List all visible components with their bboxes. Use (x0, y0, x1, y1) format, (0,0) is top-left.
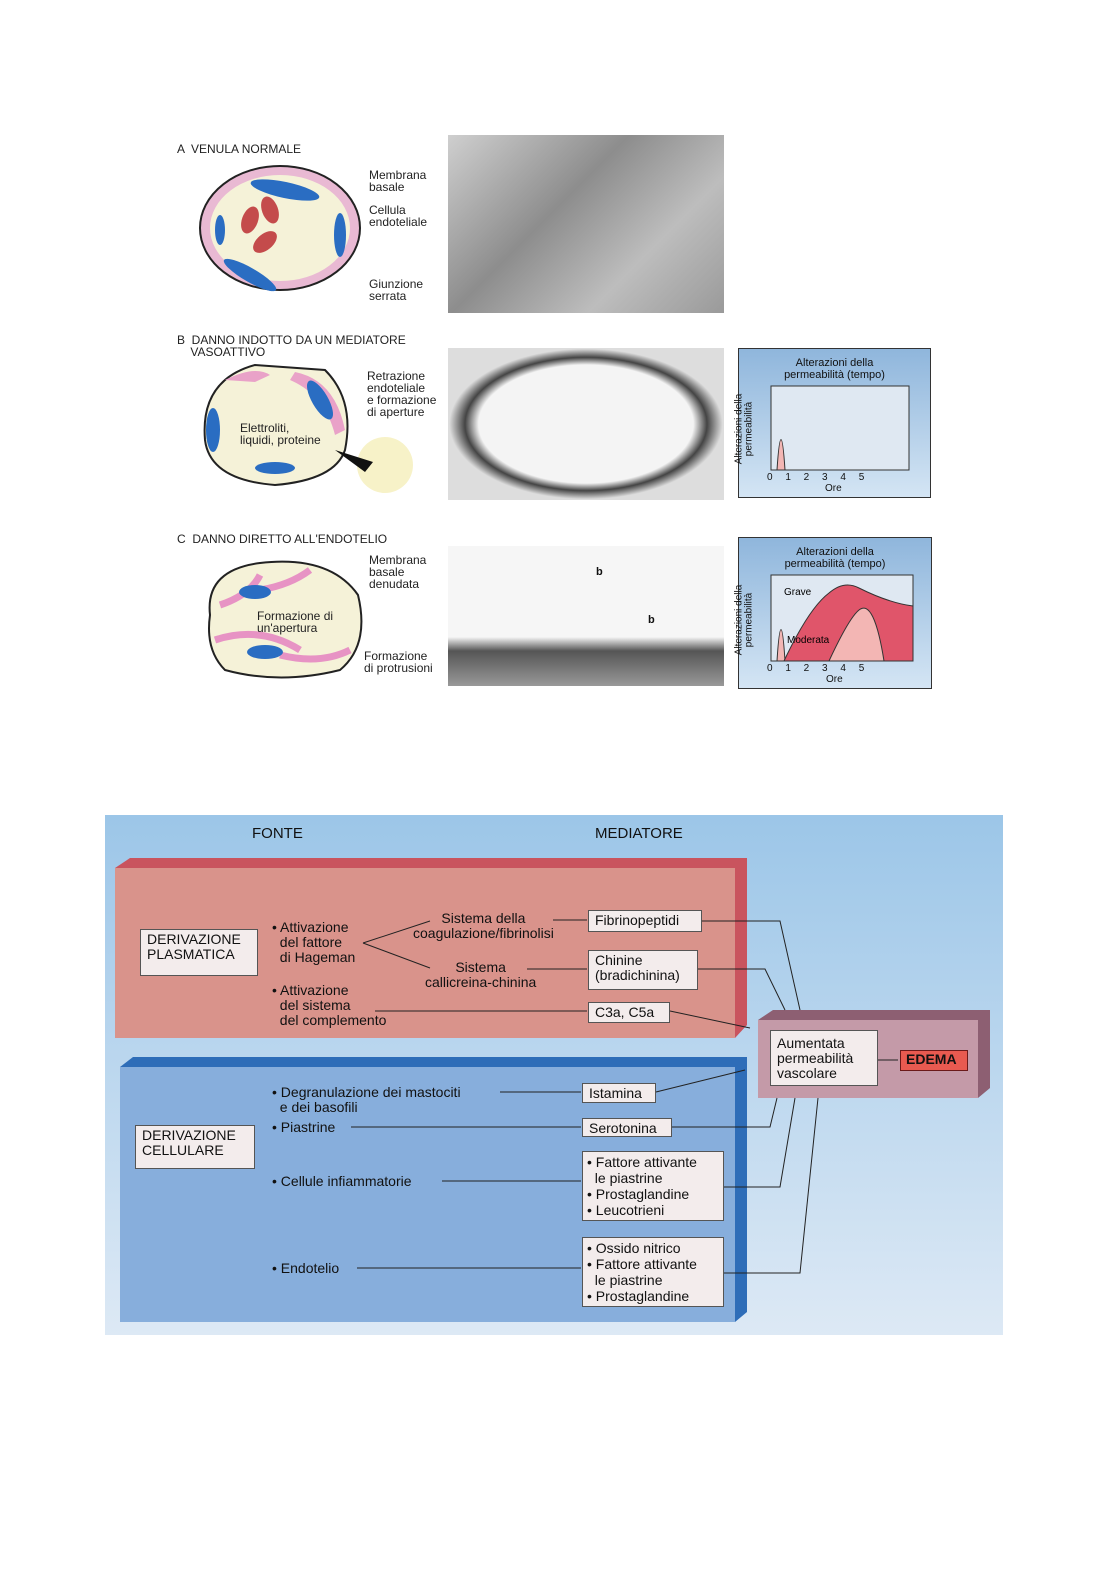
mediator-cellule-list: • Fattore attivante le piastrine • Prost… (582, 1151, 724, 1221)
outcome-permeability: Aumentata permeabilità vascolare (770, 1030, 878, 1086)
chart-b-ylabel: Alterazioni della permeabilità (733, 393, 755, 465)
mediator-endotelio-list: • Ossido nitrico • Fattore attivante le … (582, 1237, 724, 1307)
plasma-derivation-label: DERIVAZIONE PLASMATICA (140, 929, 258, 976)
panel-a-title: A VENULA NORMALE (177, 142, 302, 156)
system-callicreina: Sistema callicreina-chinina (425, 959, 537, 990)
vasoactive-damage-drawing (203, 363, 413, 493)
chart-c-xlabel: Ore (826, 674, 843, 685)
source-mastociti: • Degranulazione dei mastociti e dei bas… (272, 1084, 461, 1115)
source-piastrine: • Piastrine (272, 1119, 336, 1135)
label-cellula-endoteliale: Cellula endoteliale (369, 203, 428, 229)
label-retrazione-endoteliale: Retrazione endoteliale e formazione di a… (367, 369, 437, 419)
chart-c-ylabel: Alterazioni della permeabilità (733, 584, 755, 656)
mediator-serotonina: Serotonina (582, 1118, 672, 1137)
direct-damage-drawing (208, 560, 363, 679)
mediator-c3a-c5a: C3a, C5a (588, 1002, 670, 1023)
source-endotelio: • Endotelio (272, 1260, 340, 1276)
micrograph-vasoactive (448, 348, 724, 500)
normal-venule-drawing (199, 165, 361, 292)
permeability-chart-b: Alterazioni della permeabilità (tempo) 0… (733, 348, 931, 498)
cellular-derivation-label: DERIVAZIONE CELLULARE (135, 1125, 255, 1169)
system-coagulazione: Sistema della coagulazione/fibrinolisi (413, 910, 554, 941)
chart-b-immediate-peak (776, 439, 786, 471)
chart-b-xticks: 0 1 2 3 4 5 (767, 472, 865, 483)
label-formazione-protrusioni: Formazione di protrusioni (364, 649, 433, 675)
chart-c-moderata-area (828, 607, 885, 662)
micrograph-direct-damage: b b (448, 546, 724, 686)
panel-b-title: B DANNO INDOTTO DA UN MEDIATORE VASOATTI… (177, 333, 406, 359)
chart-c-legend-grave: Grave (784, 587, 812, 598)
label-membrana-basale: Membrana basale (369, 168, 427, 194)
label-formazione-apertura: Formazione di un'apertura (257, 609, 334, 635)
chart-b-xlabel: Ore (825, 483, 842, 494)
mediator-istamina: Istamina (582, 1083, 656, 1103)
permeability-chart-c: Alterazioni della permeabilità (tempo) G… (733, 537, 932, 689)
chart-c-title: Alterazioni della permeabilità (tempo) (784, 546, 886, 570)
panel-c-title: C DANNO DIRETTO ALL'ENDOTELIO (177, 532, 388, 546)
chart-b-title: Alterazioni della permeabilità (tempo) (784, 357, 885, 381)
chart-c-plot: Grave Moderata (770, 574, 914, 662)
micro-label-b1: b (596, 566, 603, 578)
source-cellule-infiammatorie: • Cellule infiammatorie (272, 1173, 412, 1189)
label-elettroliti: Elettroliti, liquidi, proteine (240, 421, 321, 447)
header-mediatore: MEDIATORE (595, 825, 683, 842)
source-complemento: • Attivazione del sistema del complement… (272, 982, 387, 1028)
label-membrana-denudata: Membrana basale denudata (369, 553, 427, 591)
mediator-fibrinopeptidi: Fibrinopeptidi (588, 910, 702, 932)
chart-c-xticks: 0 1 2 3 4 5 (767, 663, 865, 674)
micro-label-b2: b (648, 614, 655, 626)
source-hageman: • Attivazione del fattore di Hageman (272, 919, 356, 965)
header-fonte: FONTE (252, 825, 303, 842)
micrograph-normal-venule (448, 135, 724, 313)
outcome-edema: EDEMA (900, 1050, 968, 1071)
chart-c-legend-moderata: Moderata (787, 635, 830, 646)
mediator-chinine: Chinine (bradichinina) (588, 950, 698, 990)
label-giunzione-serrata: Giunzione serrata (369, 277, 424, 303)
chart-b-plot (770, 385, 910, 471)
